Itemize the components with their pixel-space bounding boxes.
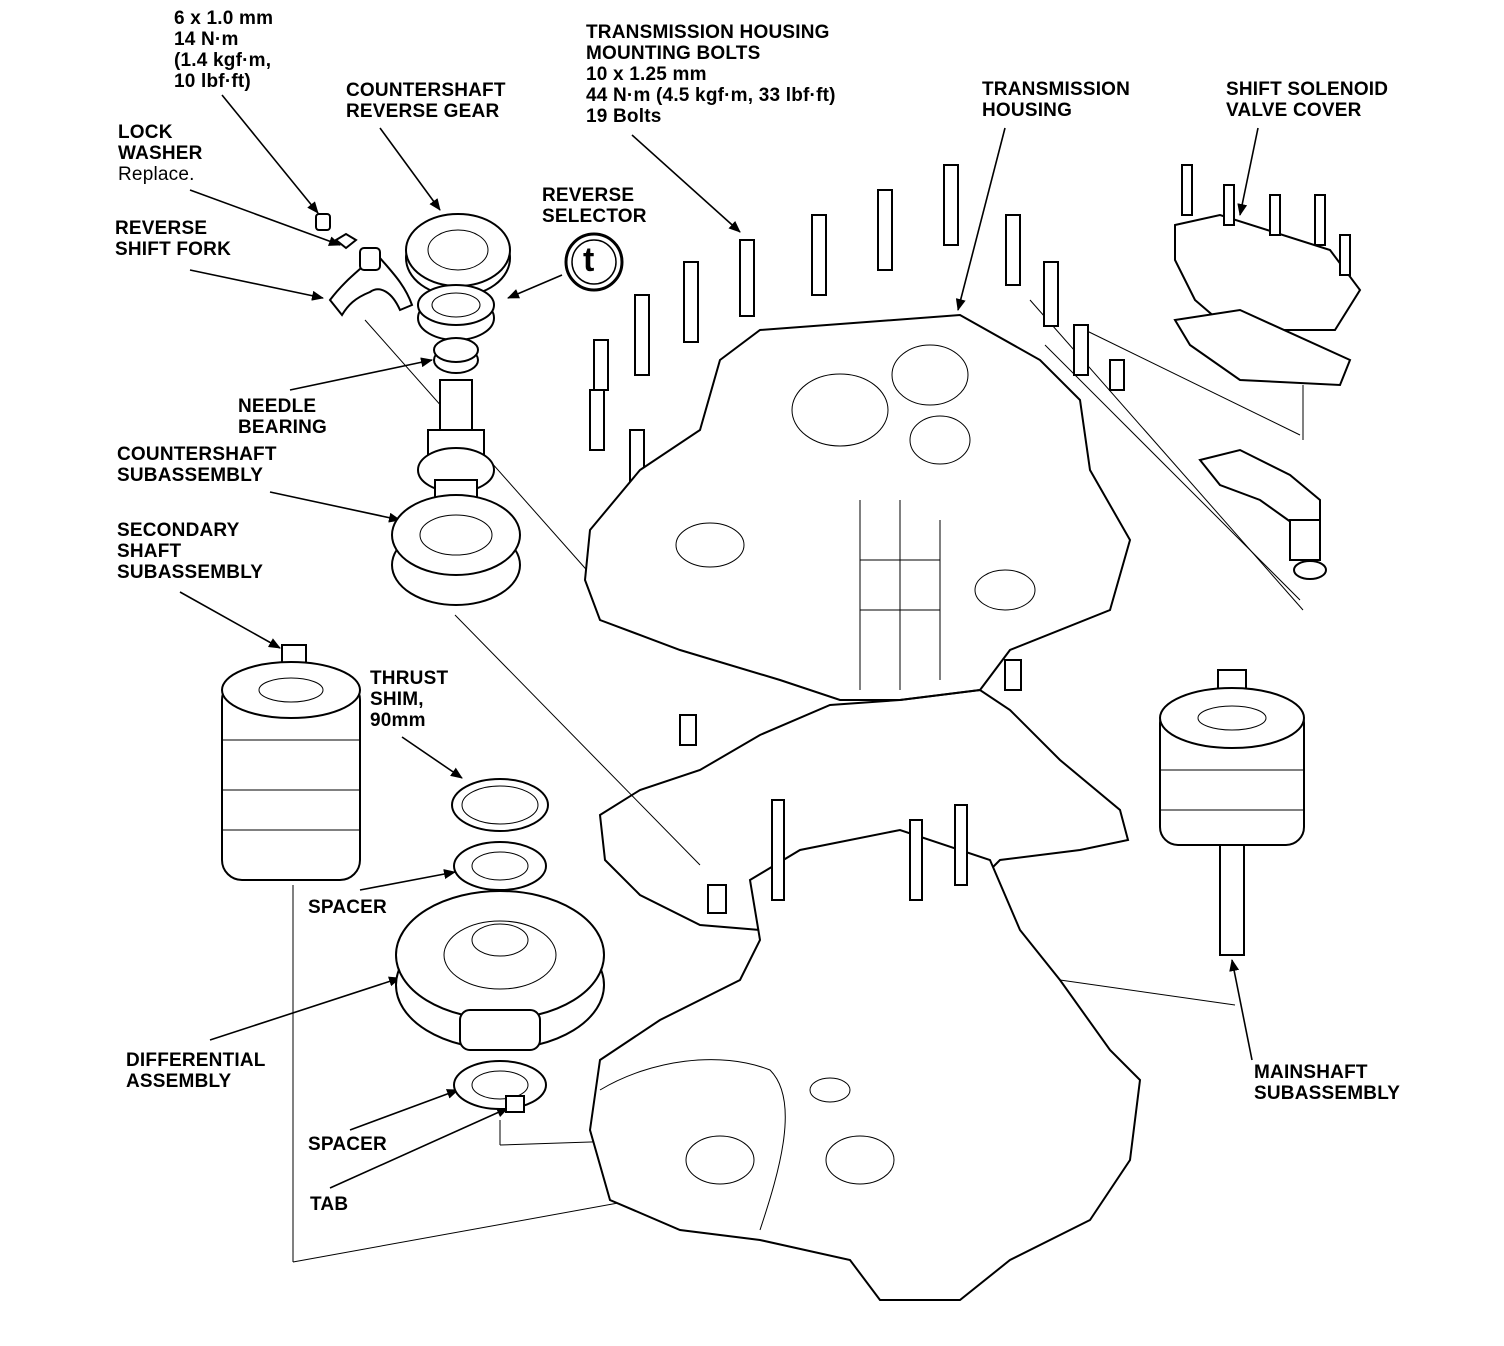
differential-assembly-label: DIFFERENTIAL ASSEMBLY xyxy=(126,1050,266,1092)
reverse-selector-label: REVERSE SELECTOR xyxy=(542,185,647,227)
spec-line: (1.4 kgf·m, xyxy=(174,50,272,71)
shift-solenoid-valve-cover xyxy=(1173,164,1362,387)
lock-washer-label: LOCK WASHER Replace. xyxy=(118,122,203,185)
countershaft-reverse-gear-label: COUNTERSHAFT REVERSE GEAR xyxy=(346,80,506,122)
transmission-housing xyxy=(583,313,1132,701)
mainshaft-subassembly xyxy=(1159,669,1305,956)
tab-label: TAB xyxy=(310,1194,349,1215)
reverse-selector-hub xyxy=(417,284,495,341)
countershaft-subassembly xyxy=(391,379,521,606)
spacer-bottom xyxy=(453,1060,547,1113)
shift-solenoid-valve-cover-label: SHIFT SOLENOID VALVE COVER xyxy=(1226,79,1389,121)
spec-line: 10 lbf·ft) xyxy=(174,71,251,92)
spec-line: 6 x 1.0 mm xyxy=(174,8,274,29)
lock-washer-note: Replace. xyxy=(118,164,195,185)
thrust-shim xyxy=(451,778,549,832)
shift-solenoid-connector xyxy=(1198,448,1327,580)
leader-lines xyxy=(179,94,1259,1189)
differential-assembly xyxy=(395,890,605,1051)
housing-bolts-label: TRANSMISSION HOUSING MOUNTING BOLTS 10 x… xyxy=(586,22,836,127)
needle-bearing-label: NEEDLE BEARING xyxy=(238,396,328,438)
lockwasher-bolt-spec: 6 x 1.0 mm 14 N·m (1.4 kgf·m, 10 lbf·ft) xyxy=(174,8,273,92)
needle-bearing xyxy=(433,337,479,374)
secondary-shaft-subassembly xyxy=(221,644,361,881)
reverse-selector-symbol xyxy=(564,232,624,292)
spacer-bottom-label: SPACER xyxy=(308,1134,387,1155)
reverse-shift-fork-label: REVERSE SHIFT FORK xyxy=(115,218,231,260)
countershaft-reverse-gear xyxy=(405,213,511,297)
reverse-selector-symbol-glyph: t xyxy=(583,241,595,279)
transmission-case xyxy=(588,659,1142,1301)
housing-gasket xyxy=(598,688,1130,952)
transmission-housing-label: TRANSMISSION HOUSING xyxy=(982,79,1131,121)
lock-washer-bolt xyxy=(315,213,358,250)
reverse-shift-fork xyxy=(328,247,414,317)
spec-line: 14 N·m xyxy=(174,29,239,50)
secondary-shaft-subassembly-label: SECONDARY SHAFT SUBASSEMBLY xyxy=(117,520,264,583)
thrust-shim-label: THRUST SHIM, 90mm xyxy=(370,668,449,731)
spacer-top-label: SPACER xyxy=(308,897,387,918)
countershaft-subassembly-label: COUNTERSHAFT SUBASSEMBLY xyxy=(117,444,277,486)
mainshaft-subassembly-label: MAINSHAFT SUBASSEMBLY xyxy=(1254,1062,1401,1104)
spacer-top xyxy=(453,841,547,891)
